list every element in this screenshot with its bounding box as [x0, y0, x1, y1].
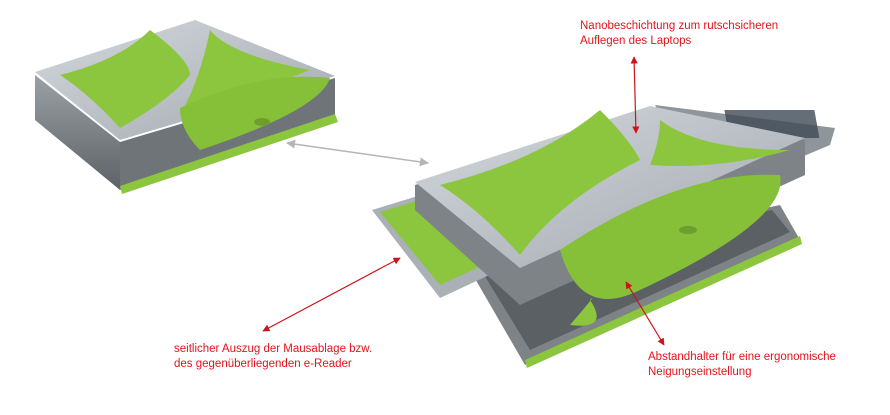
label-line: seitlicher Auszug der Mausablage bzw.: [174, 343, 373, 355]
label-line: Nanobeschichtung zum rutschsicheren: [580, 20, 779, 32]
label-line: Auflegen des Laptops: [580, 35, 692, 47]
arrow-side-drawer: [262, 257, 401, 332]
label-nano-coating: Nanobeschichtung zum rutschsicheren Aufl…: [580, 19, 778, 49]
label-spacer: Abstandhalter für eine ergonomische Neig…: [648, 350, 836, 380]
arrow-spacer: [625, 281, 665, 346]
label-line: Neigungseinstellung: [648, 366, 752, 378]
label-side-drawer: seitlicher Auszug der Mausablage bzw. de…: [174, 342, 372, 372]
connector-arrow: [286, 139, 429, 167]
device-closed: [35, 20, 338, 194]
arrow-nano-coating: [630, 56, 640, 134]
label-line: Abstandhalter für eine ergonomische: [648, 351, 836, 363]
label-line: des gegenüberliegenden e-Reader: [174, 358, 352, 370]
device-open: [372, 105, 835, 368]
